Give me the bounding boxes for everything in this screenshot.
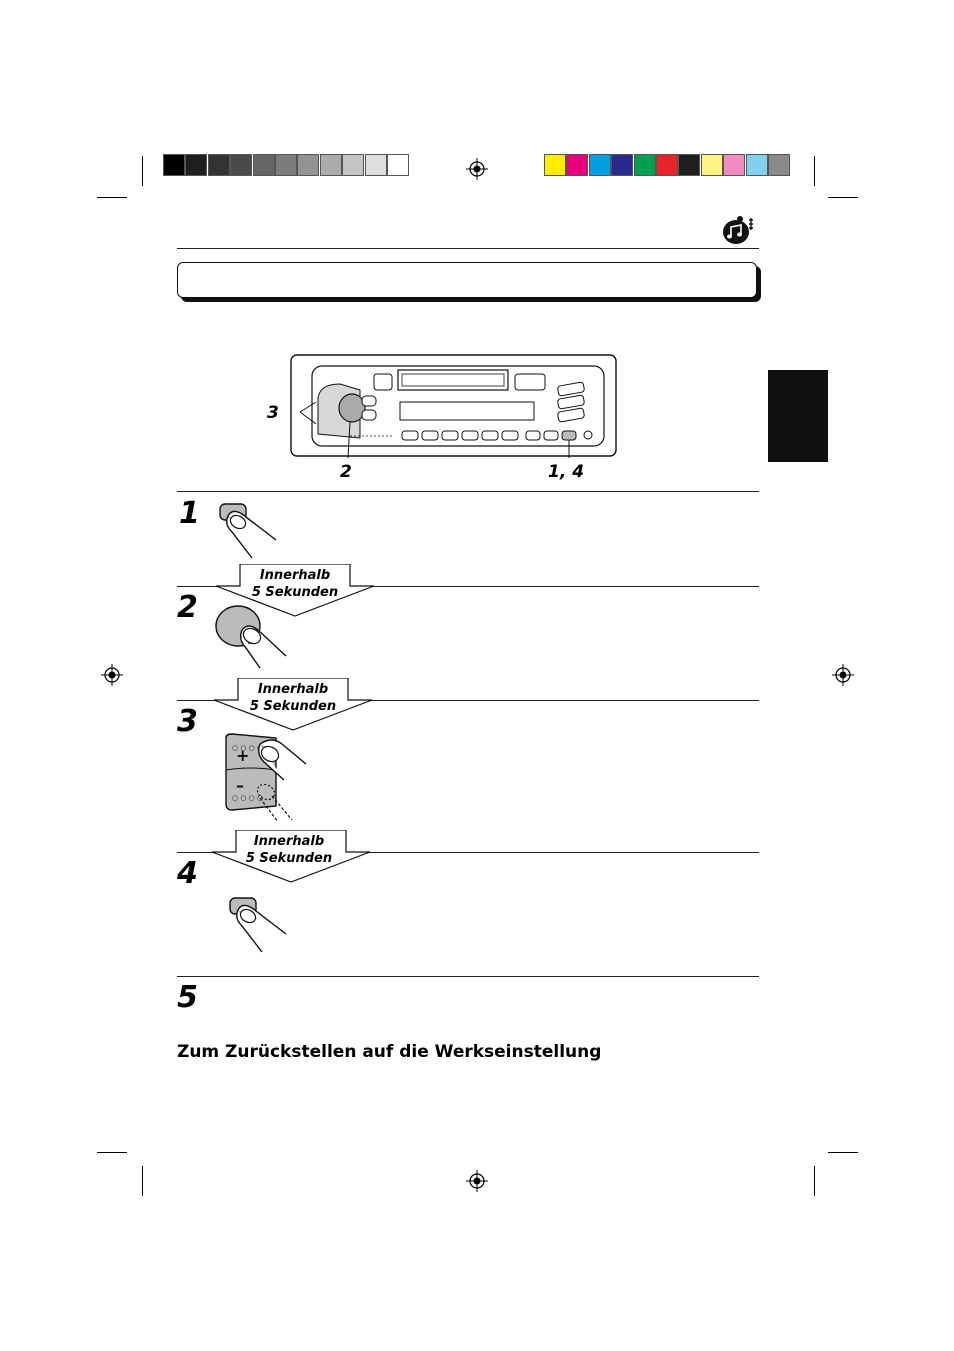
crop-mark (97, 197, 127, 198)
color-swatch (364, 154, 387, 176)
crop-mark (814, 1166, 815, 1196)
header-rule (177, 248, 759, 249)
color-swatch (678, 154, 701, 176)
step-rule (177, 976, 759, 977)
step-rule (177, 586, 759, 587)
registration-mark (466, 158, 488, 180)
down-arrow (213, 678, 373, 731)
rocker-minus-label: – (236, 776, 244, 795)
step-number: 1 (179, 496, 200, 531)
svg-text:○ ○ ○ ○: ○ ○ ○ ○ (232, 744, 263, 752)
crop-mark (828, 1152, 858, 1153)
step-rule (177, 852, 759, 853)
music-note-icon (723, 216, 753, 244)
crop-mark (814, 156, 815, 186)
crop-mark (142, 1166, 143, 1196)
step-number: 3 (177, 704, 198, 739)
registration-mark (466, 1170, 488, 1192)
registration-mark (101, 664, 123, 686)
color-swatch (544, 154, 566, 176)
small-button-press-icon (219, 503, 277, 559)
grayscale-bar (163, 154, 409, 176)
rocker-plus-label: + (236, 746, 250, 765)
registration-mark (832, 664, 854, 686)
step-rule (177, 491, 759, 492)
crop-mark (828, 197, 858, 198)
color-swatch (745, 154, 768, 176)
color-swatch (633, 154, 656, 176)
small-button-press-icon (229, 897, 287, 953)
diagram-callout-2: 2 (340, 462, 352, 482)
plus-minus-rocker-icon: ○ ○ ○ ○ ○ ○ ○ ○ (225, 733, 307, 823)
car-stereo-panel-diagram (290, 354, 617, 458)
diagram-callout-1-4: 1, 4 (548, 462, 585, 482)
color-swatch (342, 154, 365, 176)
color-swatch (252, 154, 275, 176)
round-knob-press-icon (215, 605, 287, 669)
diagram-callout-3: 3 (267, 403, 279, 423)
step-number: 4 (177, 856, 198, 891)
down-arrow (211, 830, 371, 883)
color-swatch (230, 154, 253, 176)
color-swatch (163, 154, 185, 176)
step-number: 2 (177, 590, 198, 625)
color-swatch (275, 154, 297, 176)
color-swatch (207, 154, 230, 176)
title-bar (177, 262, 757, 298)
color-swatch (723, 154, 746, 176)
color-swatch (185, 154, 208, 176)
step-rule (177, 700, 759, 701)
color-swatch (319, 154, 342, 176)
color-swatch (656, 154, 678, 176)
color-swatch (768, 154, 790, 176)
color-swatch (297, 154, 320, 176)
crop-mark (142, 156, 143, 186)
color-swatch (566, 154, 589, 176)
crop-mark (97, 1152, 127, 1153)
down-arrow (215, 564, 375, 617)
language-side-tab (768, 370, 828, 462)
step-number: 5 (177, 980, 198, 1015)
color-bar (544, 154, 790, 176)
color-swatch (387, 154, 409, 176)
color-swatch (700, 154, 723, 176)
reset-heading: Zum Zurückstellen auf die Werkseinstellu… (177, 1042, 602, 1062)
svg-text:○ ○ ○ ○: ○ ○ ○ ○ (232, 794, 263, 802)
color-swatch (611, 154, 634, 176)
color-swatch (588, 154, 611, 176)
